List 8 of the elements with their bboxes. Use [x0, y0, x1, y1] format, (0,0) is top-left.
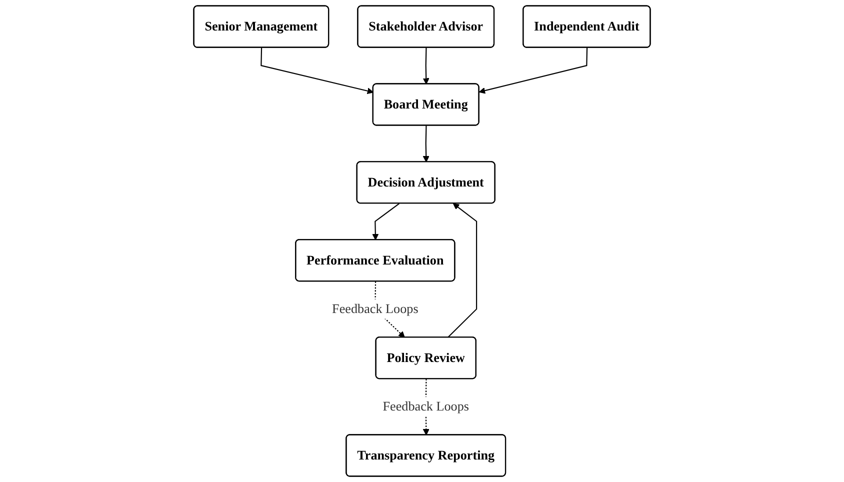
edge-label: Feedback Loops — [332, 301, 418, 316]
arrow — [260, 48, 374, 94]
arrow — [422, 126, 430, 162]
arrow — [478, 48, 588, 94]
edge-label: Feedback Loops — [382, 398, 469, 414]
arrow — [422, 48, 430, 84]
arrow — [372, 203, 400, 240]
arrow — [447, 203, 478, 338]
